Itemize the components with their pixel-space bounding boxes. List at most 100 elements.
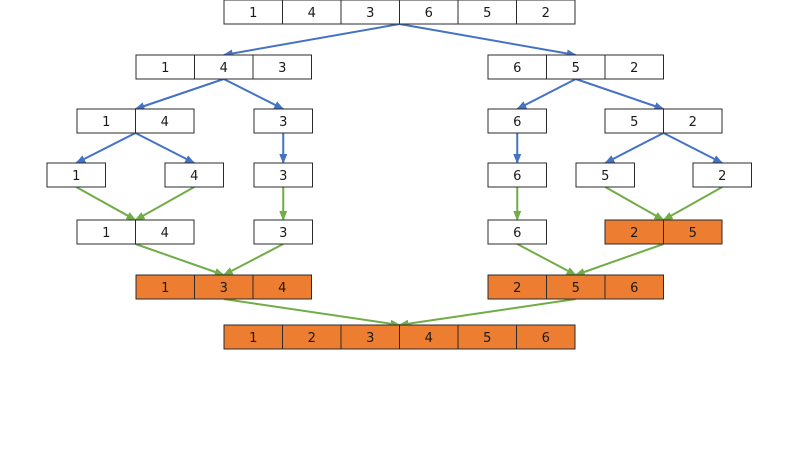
array-cell-value: 5 — [601, 169, 609, 184]
array-cell — [340, 0, 400, 25]
array-cell-value: 6 — [513, 115, 521, 130]
array-cell-value: 6 — [513, 169, 521, 184]
array-cell-value: 6 — [513, 61, 521, 76]
array-cell-value: 3 — [279, 115, 287, 130]
array-cell-value: 2 — [689, 115, 697, 130]
array-cell — [604, 54, 664, 80]
array-cell-value: 1 — [161, 61, 169, 76]
merge-arrow — [134, 186, 195, 221]
array-cell — [76, 108, 136, 134]
array-cell-value: 5 — [572, 61, 580, 76]
array-cell — [164, 162, 224, 188]
array-cell — [252, 274, 312, 300]
array-cell-value: 4 — [308, 6, 316, 21]
array-cell — [135, 274, 195, 300]
array-cell-value: 3 — [366, 6, 374, 21]
array-cell — [487, 162, 547, 188]
split-arrow — [516, 78, 577, 110]
merge-arrow — [516, 243, 577, 276]
array-cell-value: 2 — [630, 61, 638, 76]
array-cell — [282, 0, 342, 25]
array-cell — [457, 324, 517, 350]
array-cell — [46, 162, 106, 188]
array-RRR: 2 — [692, 162, 752, 188]
array-cell-value: 4 — [161, 115, 169, 130]
merge-arrow — [222, 243, 284, 276]
array-cell — [663, 219, 723, 245]
array-cell — [604, 219, 664, 245]
split-arrow — [663, 132, 724, 164]
merge-arrow — [223, 298, 401, 328]
array-RL: 6 — [487, 108, 547, 134]
array-mR: 2 5 6 — [487, 274, 664, 300]
array-cell — [223, 0, 283, 25]
array-cell-value: 3 — [279, 169, 287, 184]
array-cell-value: 4 — [425, 331, 433, 346]
merge-arrow — [662, 186, 723, 221]
split-arrow — [604, 132, 664, 164]
array-cell-value: 1 — [161, 281, 169, 296]
merge-arrow — [604, 186, 665, 221]
merge-arrow — [75, 186, 137, 221]
array-cell — [135, 219, 195, 245]
array-cell-value: 1 — [72, 169, 80, 184]
array-cell-value: 4 — [190, 169, 198, 184]
array-cell — [457, 0, 517, 25]
array-cell-value: 1 — [102, 226, 110, 241]
array-cell-value: 4 — [161, 226, 169, 241]
array-LR: 3 — [253, 108, 313, 134]
array-cell — [516, 0, 576, 25]
array-cell-value: 3 — [366, 331, 374, 346]
array-cell-value: 5 — [572, 281, 580, 296]
array-R: 6 5 2 — [487, 54, 664, 80]
array-cell-value: 4 — [220, 61, 228, 76]
array-cell-value: 4 — [278, 281, 286, 296]
array-RRL: 5 — [575, 162, 635, 188]
array-cell — [252, 54, 312, 80]
array-cell — [194, 54, 254, 80]
merge-arrow — [398, 298, 576, 328]
array-cell-value: 5 — [689, 226, 697, 241]
array-cell-value: 3 — [279, 226, 287, 241]
array-cell — [487, 219, 547, 245]
arrows-layer — [75, 23, 724, 328]
array-cell-value: 5 — [483, 6, 491, 21]
array-cell-value: 1 — [249, 331, 257, 346]
array-cell — [253, 108, 313, 134]
split-arrow — [135, 132, 196, 164]
array-cell-value: 6 — [425, 6, 433, 21]
split-arrow — [399, 23, 577, 58]
array-cell-value: 6 — [542, 331, 550, 346]
array-root: 1 4 3 6 5 2 — [223, 0, 576, 25]
array-cell — [253, 219, 313, 245]
split-arrow — [75, 132, 136, 164]
array-cell — [487, 108, 547, 134]
array-cell — [692, 162, 752, 188]
array-cell-value: 2 — [513, 281, 521, 296]
array-cell — [135, 108, 195, 134]
array-cell-value: 6 — [630, 281, 638, 296]
array-cell — [223, 324, 283, 350]
array-cell-value: 2 — [718, 169, 726, 184]
array-cell — [135, 54, 195, 80]
split-arrow — [222, 23, 400, 58]
array-LLL: 1 — [46, 162, 106, 188]
split-arrow — [223, 78, 285, 110]
array-cell-value: 5 — [483, 331, 491, 346]
array-mLR: 3 — [253, 219, 313, 245]
array-cell-value: 1 — [249, 6, 257, 21]
array-cell — [575, 162, 635, 188]
array-cell — [253, 162, 313, 188]
array-cell — [487, 54, 547, 80]
array-cell-value: 6 — [513, 226, 521, 241]
array-mRL: 6 — [487, 219, 547, 245]
array-cell-value: 2 — [542, 6, 550, 21]
array-cell-value: 5 — [630, 115, 638, 130]
array-cell — [399, 0, 459, 25]
